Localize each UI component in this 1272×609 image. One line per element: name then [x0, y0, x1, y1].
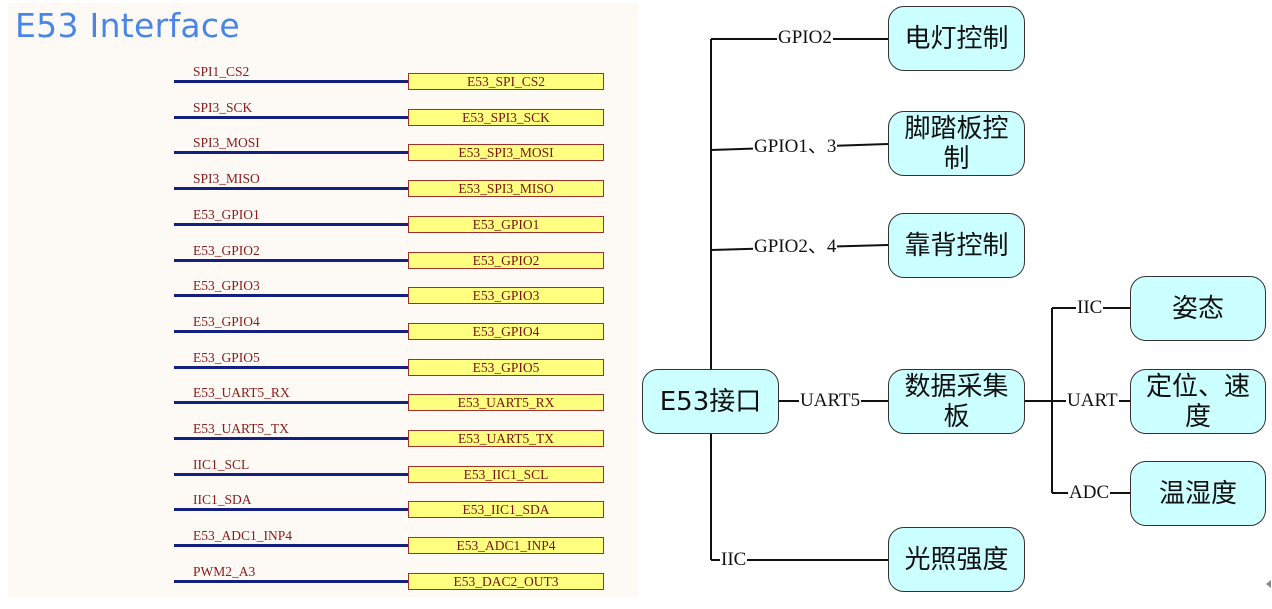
edge-label-daq: UART5	[799, 390, 862, 411]
port-label: E53_SPI3_MOSI	[408, 144, 604, 161]
net-label: E53_GPIO3	[193, 278, 260, 293]
net-label: IIC1_SDA	[193, 492, 252, 507]
edge-label-back: GPIO2、4	[753, 236, 838, 257]
net-wire	[174, 544, 408, 547]
edge-label-humidity: ADC	[1068, 482, 1111, 503]
port-label: E53_ADC1_INP4	[408, 537, 604, 554]
net-label: E53_ADC1_INP4	[193, 528, 293, 543]
port-label: E53_UART5_TX	[408, 430, 604, 447]
net-label: SPI3_SCK	[193, 100, 253, 115]
net-label: E53_UART5_TX	[193, 421, 289, 436]
port-label: E53_DAC2_OUT3	[408, 573, 604, 590]
node-e53-interface: E53接口	[642, 369, 779, 434]
net-wire	[174, 580, 408, 583]
port-label: E53_GPIO3	[408, 287, 604, 304]
net-label: SPI1_CS2	[193, 64, 250, 79]
net-wire	[174, 294, 408, 297]
edge-label-pedal: GPIO1、3	[753, 136, 838, 157]
net-wire	[174, 187, 408, 190]
port-label: E53_GPIO1	[408, 216, 604, 233]
node-light-control: 电灯控制	[888, 6, 1025, 71]
net-label: SPI3_MISO	[193, 171, 260, 186]
port-label: E53_SPI3_SCK	[408, 109, 604, 126]
net-wire	[174, 223, 408, 226]
port-label: E53_UART5_RX	[408, 394, 604, 411]
net-wire	[174, 401, 408, 404]
net-label: E53_GPIO1	[193, 207, 260, 222]
node-position-speed: 定位、速度	[1130, 369, 1266, 434]
net-label: E53_UART5_RX	[193, 385, 290, 400]
port-label: E53_GPIO4	[408, 323, 604, 340]
port-label: E53_IIC1_SDA	[408, 501, 604, 518]
net-wire	[174, 259, 408, 262]
net-label: E53_GPIO4	[193, 314, 260, 329]
edge-label-attitude: IIC	[1076, 297, 1104, 318]
port-label: E53_GPIO2	[408, 252, 604, 269]
net-wire	[174, 330, 408, 333]
edge-label-lux: IIC	[720, 549, 748, 570]
node-light-intensity: 光照强度	[888, 527, 1025, 592]
net-wire	[174, 151, 408, 154]
port-label: E53_SPI3_MISO	[408, 180, 604, 197]
net-wire	[174, 508, 408, 511]
node-data-acquisition-board: 数据采集板	[888, 369, 1025, 434]
node-temp-humidity: 温湿度	[1130, 461, 1266, 526]
node-attitude: 姿态	[1130, 276, 1266, 341]
net-label: PWM2_A3	[193, 564, 256, 579]
edge-label-light: GPIO2	[777, 27, 833, 48]
net-wire	[174, 473, 408, 476]
port-label: E53_SPI_CS2	[408, 73, 604, 90]
edge-label-position: UART	[1066, 390, 1119, 411]
net-wire	[174, 437, 408, 440]
scroll-left-arrow-icon[interactable]	[1266, 580, 1271, 588]
net-wire	[174, 80, 408, 83]
net-wire	[174, 366, 408, 369]
node-back-control: 靠背控制	[888, 213, 1025, 278]
net-label: E53_GPIO5	[193, 350, 260, 365]
net-label: IIC1_SCL	[193, 457, 250, 472]
net-wire	[174, 116, 408, 119]
net-label: SPI3_MOSI	[193, 135, 260, 150]
port-label: E53_GPIO5	[408, 359, 604, 376]
node-pedal-control: 脚踏板控制	[888, 111, 1025, 176]
schematic-title: E53 Interface	[15, 6, 240, 45]
net-label: E53_GPIO2	[193, 243, 260, 258]
port-label: E53_IIC1_SCL	[408, 466, 604, 483]
